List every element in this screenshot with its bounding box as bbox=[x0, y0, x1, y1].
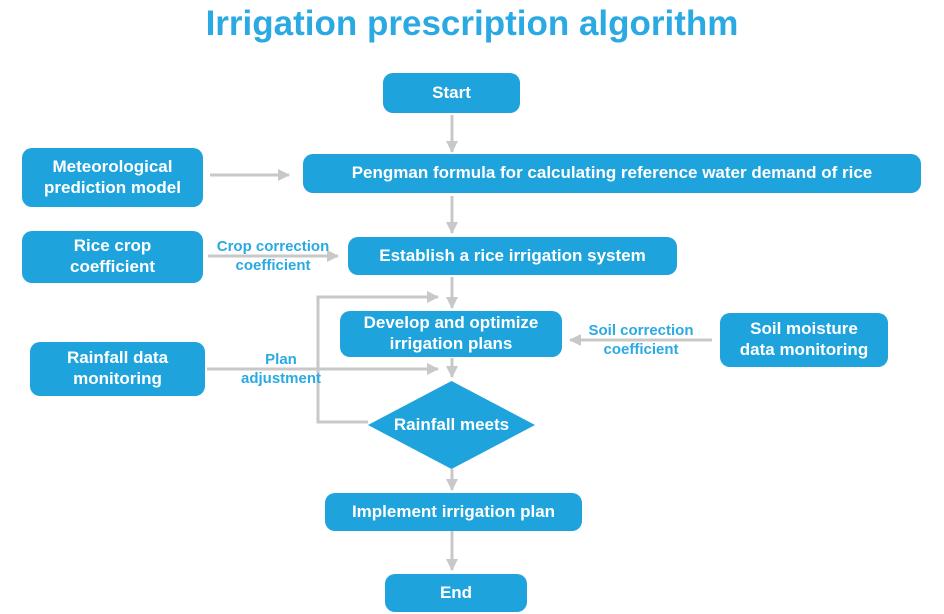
node-meteorological-prediction-model: Meteorological prediction model bbox=[22, 148, 203, 207]
edge-label-plan-adjustment: Plan adjustment bbox=[240, 351, 321, 387]
node-pengman-formula: Pengman formula for calculating referenc… bbox=[303, 154, 921, 193]
node-start: Start bbox=[383, 73, 520, 113]
node-soil-moisture-monitoring: Soil moisture data monitoring bbox=[720, 313, 888, 367]
edge-label-soil-correction-coefficient: Soil correction coefficient bbox=[588, 322, 694, 358]
node-implement-irrigation-plan: Implement irrigation plan bbox=[325, 493, 582, 531]
node-develop-optimize-plans: Develop and optimize irrigation plans bbox=[340, 311, 562, 357]
edge-label-crop-correction-coefficient: Crop correction coefficient bbox=[216, 238, 330, 274]
arrow-feedback-loop bbox=[316, 291, 439, 424]
node-rainfall-data-monitoring: Rainfall data monitoring bbox=[30, 342, 205, 396]
node-establish-irrigation-system: Establish a rice irrigation system bbox=[348, 237, 677, 275]
node-rice-crop-coefficient: Rice crop coefficient bbox=[22, 231, 203, 283]
node-end: End bbox=[385, 574, 527, 612]
page-title: Irrigation prescription algorithm bbox=[205, 4, 739, 43]
